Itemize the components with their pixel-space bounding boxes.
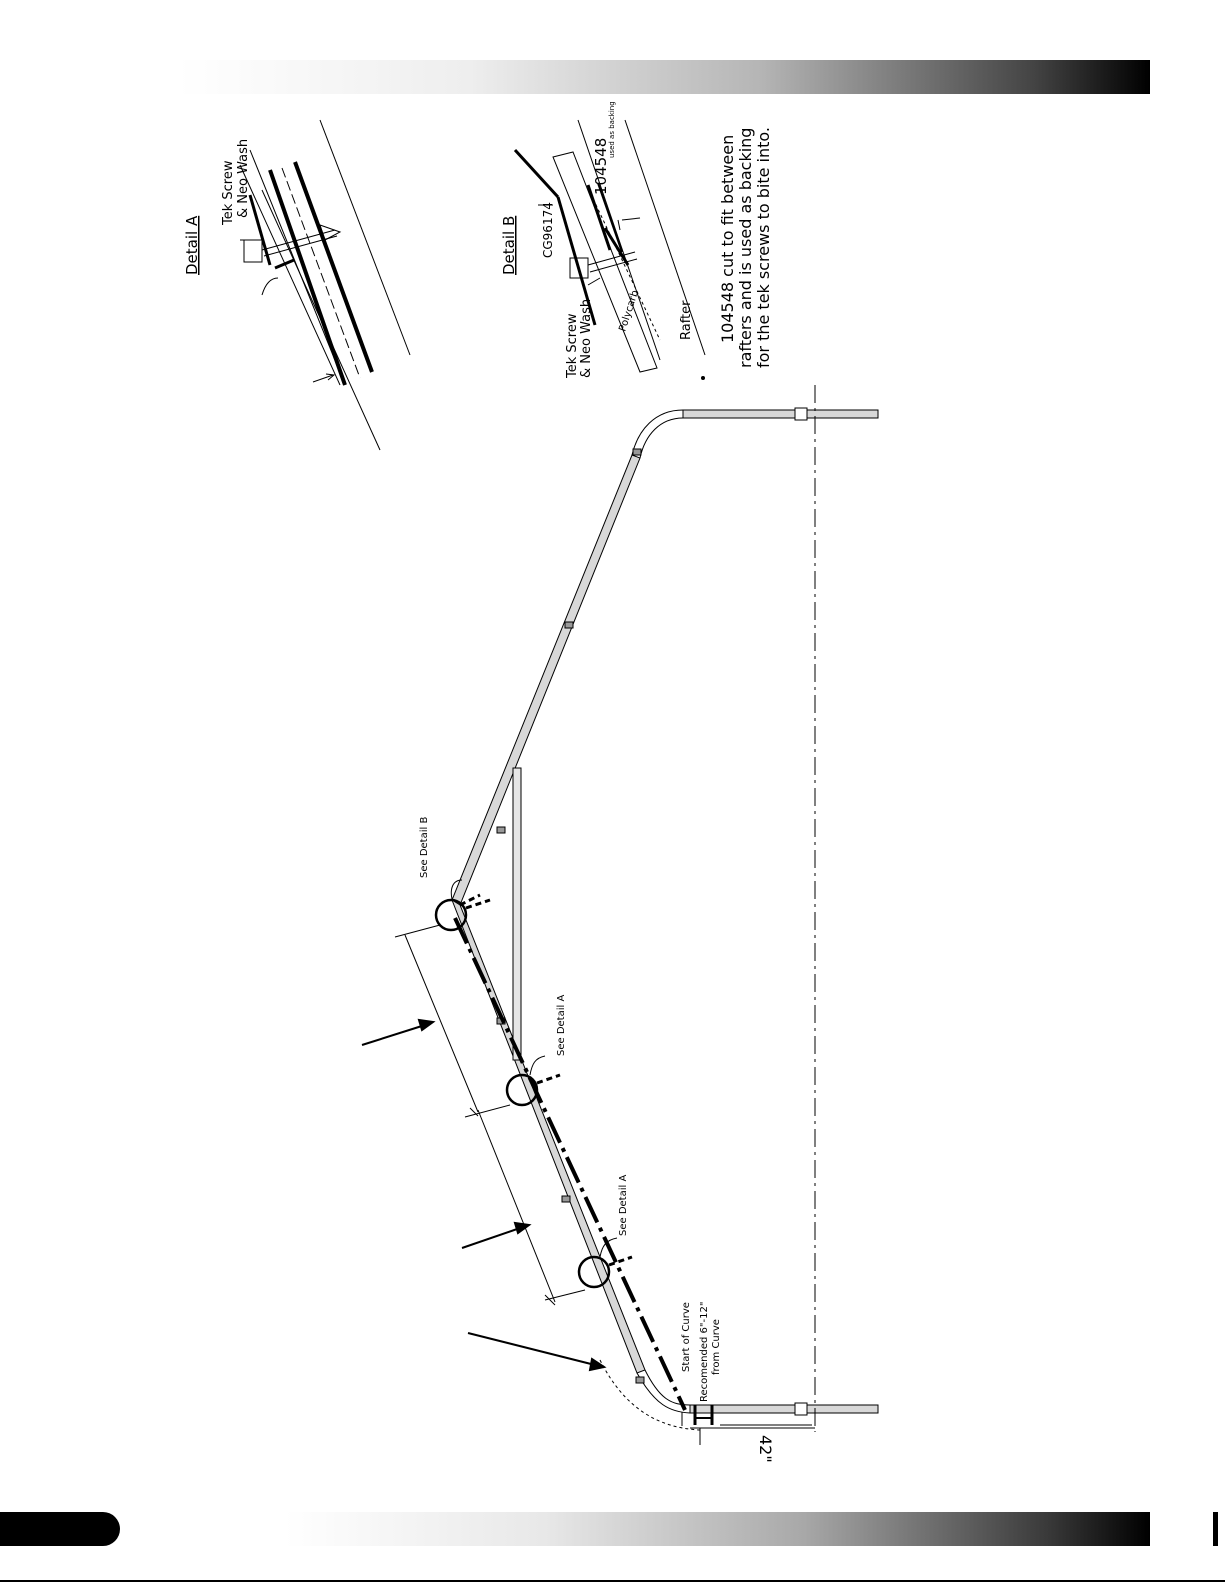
footer-gradient-bar: [285, 1512, 1150, 1546]
backing-note-line-1: 104548 cut to fit between: [718, 135, 737, 343]
bottom-rule: [0, 1580, 1225, 1582]
detail-a-screw-label-1: Tek Screw: [221, 160, 236, 226]
detail-b-screw-label-2: & Neo Wash: [579, 299, 594, 378]
detail-a: [240, 120, 410, 450]
start-of-curve-label: Start of Curve: [681, 1302, 692, 1372]
detail-b-part-label: CG96174: [541, 202, 555, 258]
page-number-tab: [0, 1512, 120, 1546]
polycarb-panels: [455, 895, 685, 1410]
see-detail-b-label: See Detail B: [419, 817, 430, 878]
detail-b-title: Detail B: [500, 216, 518, 275]
backing-note-line-3: for the tek screws to bite into.: [754, 127, 773, 368]
backing-note-line-2: rafters and is used as backing: [736, 128, 755, 368]
see-detail-a-lower-label: See Detail A: [618, 1175, 629, 1236]
detail-b-rafter-label: Rafter: [679, 300, 694, 340]
detail-b-panel-label: Polycarb: [617, 289, 641, 333]
edge-mark: [1213, 1512, 1218, 1546]
detail-b-screw-label-1: Tek Screw: [565, 313, 580, 379]
dimension-42-label: 42": [756, 1435, 775, 1463]
recommended-label-1: Recomended 6"-12": [699, 1302, 710, 1402]
recommended-label-2: from Curve: [711, 1319, 722, 1375]
frame-structure: [452, 385, 878, 1432]
detail-b-backing-note: used as backing: [608, 101, 616, 158]
detail-a-screw-label-2: & Neo Wash: [236, 139, 251, 218]
detail-a-title: Detail A: [183, 215, 201, 275]
see-detail-a-upper-label: See Detail A: [556, 995, 567, 1056]
